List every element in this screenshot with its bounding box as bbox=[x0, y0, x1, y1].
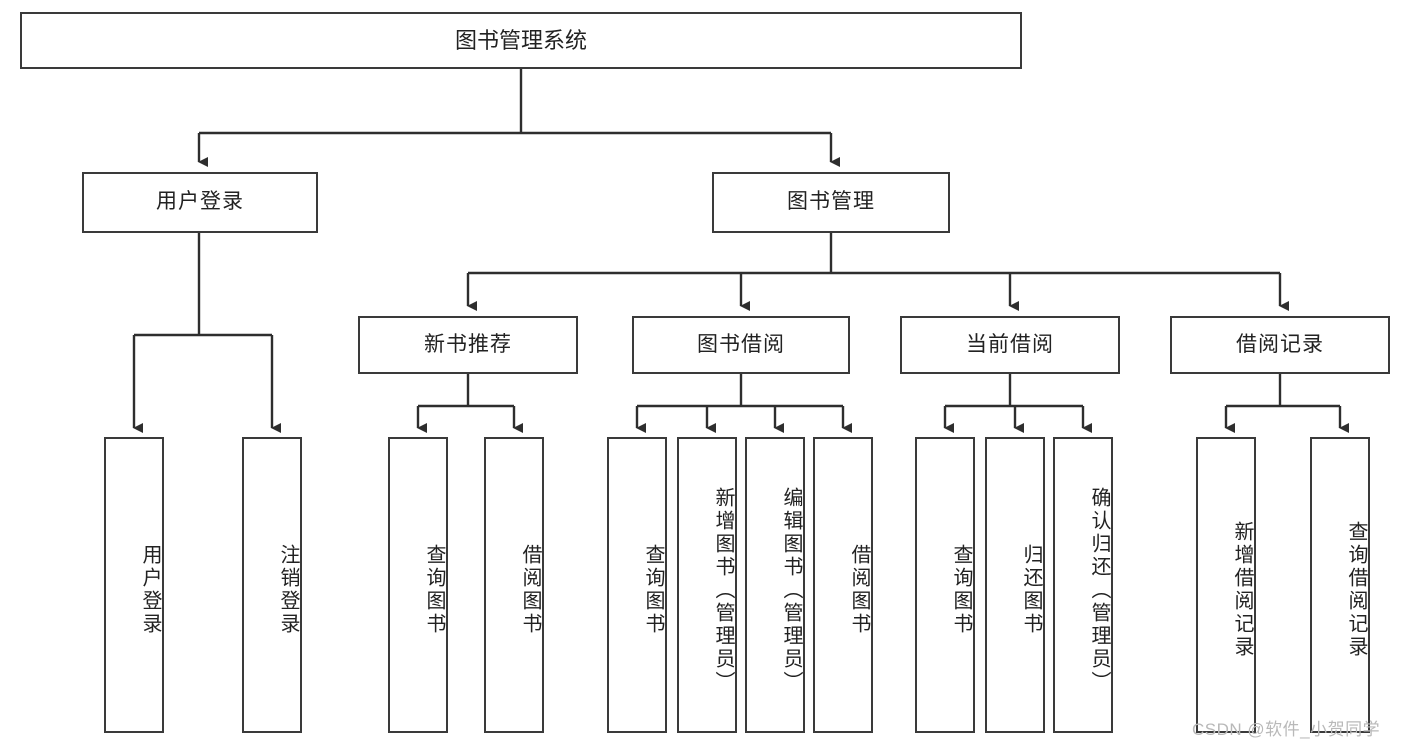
node-borrow-record[interactable]: 借阅记录 bbox=[1170, 316, 1390, 374]
node-label: 借阅图书 bbox=[848, 544, 870, 636]
node-label: 查询图书 bbox=[950, 544, 972, 636]
node-label: 用户登录 bbox=[156, 190, 244, 214]
node-book-borrow[interactable]: 图书借阅 bbox=[632, 316, 850, 374]
leaf-user-login-logout[interactable]: 注销登录 bbox=[242, 437, 302, 733]
leaf-record-query-record[interactable]: 查询借阅记录 bbox=[1310, 437, 1370, 733]
leaf-borrow-add-book[interactable]: 新增图书（管理员） bbox=[677, 437, 737, 733]
node-root-system[interactable]: 图书管理系统 bbox=[20, 12, 1022, 69]
leaf-current-return-book[interactable]: 归还图书 bbox=[985, 437, 1045, 733]
node-book-management[interactable]: 图书管理 bbox=[712, 172, 950, 233]
leaf-borrow-query-book[interactable]: 查询图书 bbox=[607, 437, 667, 733]
leaf-user-login-login[interactable]: 用户登录 bbox=[104, 437, 164, 733]
node-label: 当前借阅 bbox=[966, 332, 1054, 356]
leaf-recommend-borrow-book[interactable]: 借阅图书 bbox=[484, 437, 544, 733]
node-label: 查询图书 bbox=[642, 544, 664, 636]
node-label: 编辑图书（管理员） bbox=[780, 486, 802, 694]
node-label: 查询图书 bbox=[423, 544, 445, 636]
node-label: 借阅记录 bbox=[1236, 332, 1324, 356]
leaf-recommend-query-book[interactable]: 查询图书 bbox=[388, 437, 448, 733]
node-label: 图书借阅 bbox=[697, 332, 785, 356]
node-label: 归还图书 bbox=[1020, 544, 1042, 636]
csdn-watermark: CSDN @软件_小贺同学 bbox=[1192, 720, 1381, 739]
node-new-book-recommend[interactable]: 新书推荐 bbox=[358, 316, 578, 374]
node-label: 确认归还（管理员） bbox=[1088, 486, 1110, 694]
leaf-borrow-borrow-book[interactable]: 借阅图书 bbox=[813, 437, 873, 733]
leaf-current-confirm-return[interactable]: 确认归还（管理员） bbox=[1053, 437, 1113, 733]
leaf-record-add-record[interactable]: 新增借阅记录 bbox=[1196, 437, 1256, 733]
node-label: 用户登录 bbox=[139, 544, 161, 636]
node-label: 新增借阅记录 bbox=[1231, 521, 1253, 659]
node-current-borrow[interactable]: 当前借阅 bbox=[900, 316, 1120, 374]
leaf-current-query-book[interactable]: 查询图书 bbox=[915, 437, 975, 733]
node-label: 图书管理系统 bbox=[454, 27, 587, 53]
node-label: 查询借阅记录 bbox=[1345, 521, 1367, 659]
node-label: 新增图书（管理员） bbox=[712, 486, 734, 694]
node-label: 图书管理 bbox=[787, 190, 875, 214]
node-user-login[interactable]: 用户登录 bbox=[82, 172, 318, 233]
node-label: 注销登录 bbox=[277, 544, 299, 636]
node-label: 新书推荐 bbox=[424, 332, 512, 356]
leaf-borrow-edit-book[interactable]: 编辑图书（管理员） bbox=[745, 437, 805, 733]
node-label: 借阅图书 bbox=[519, 544, 541, 636]
